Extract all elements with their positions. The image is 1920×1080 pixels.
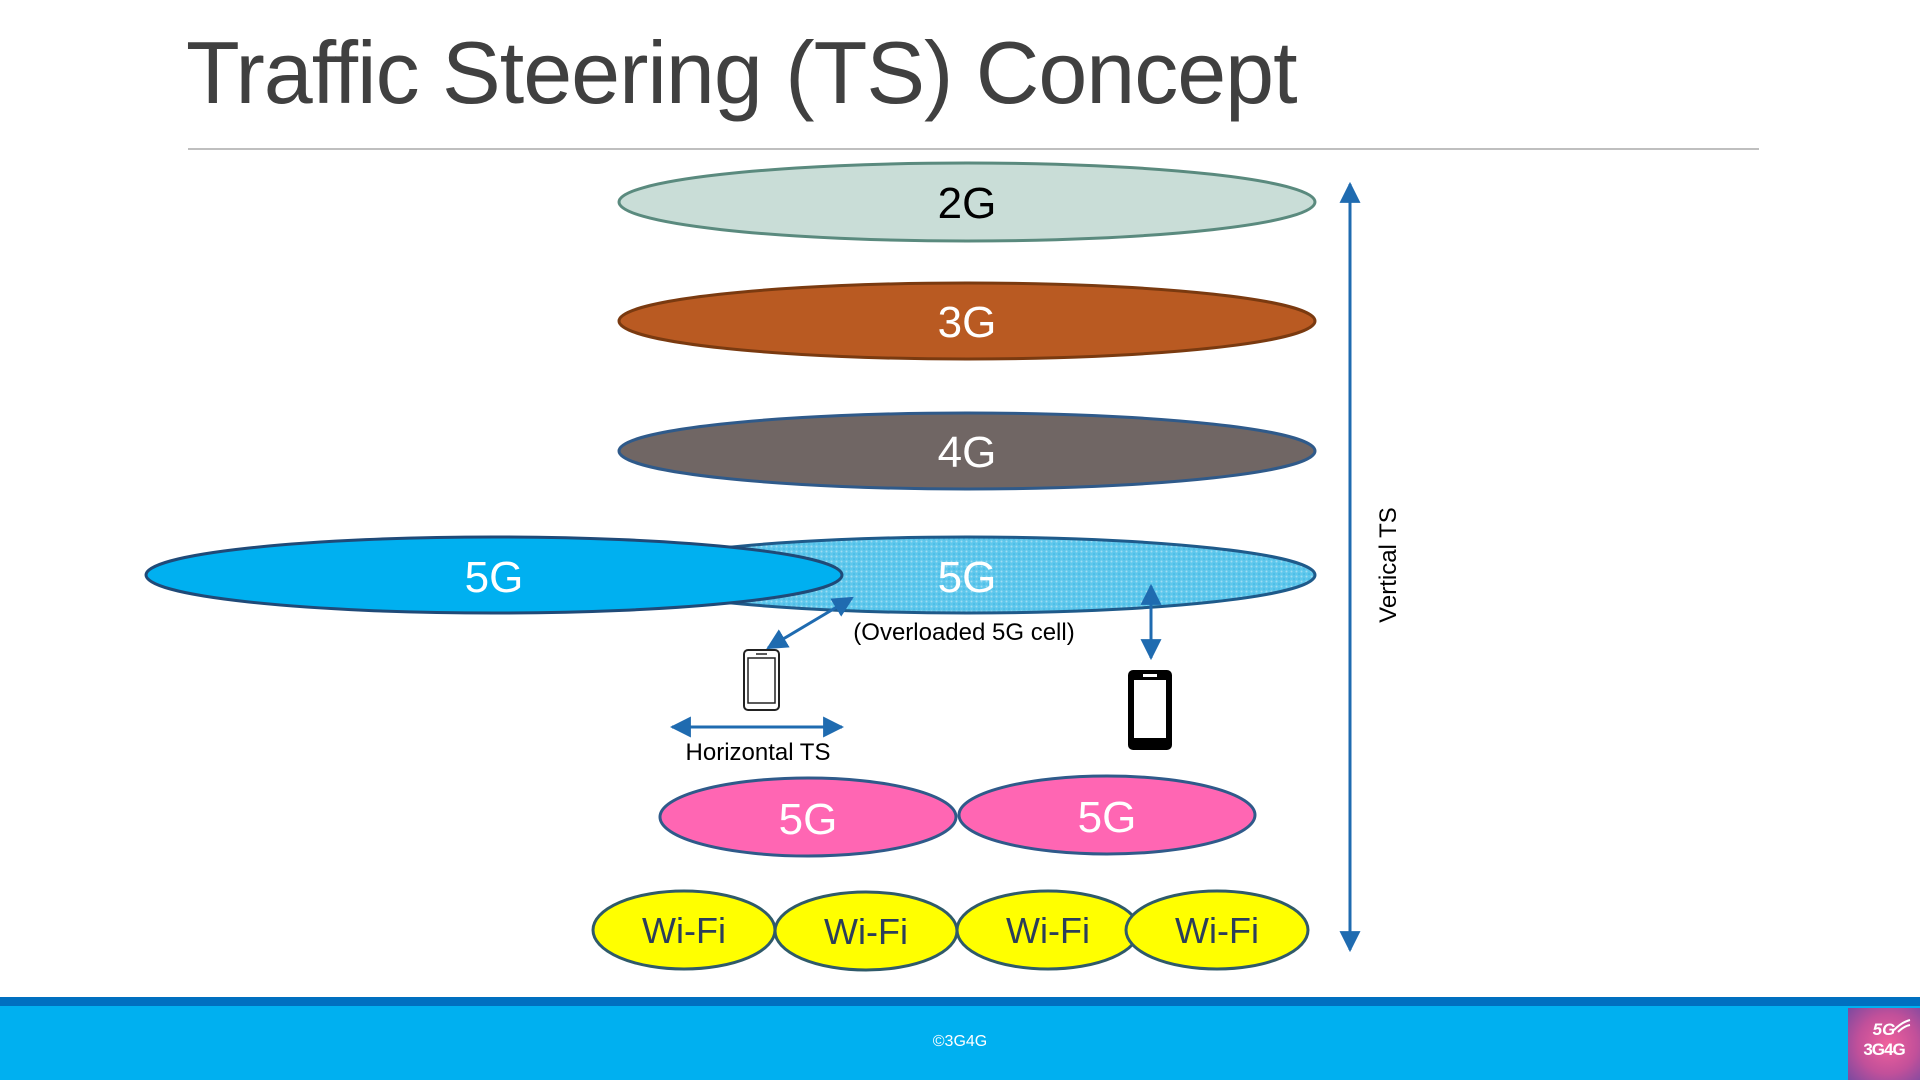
signal-wave-icon <box>1893 1019 1911 1033</box>
small-cell-left-label: 5G <box>779 795 838 844</box>
wifi-cell-4: Wi-Fi <box>1124 889 1310 971</box>
wifi-cell-1-label: Wi-Fi <box>642 910 726 951</box>
wifi-cell-4-label: Wi-Fi <box>1175 910 1259 951</box>
title-divider <box>188 148 1759 150</box>
layer-5g-neighbor: 5G <box>144 535 844 615</box>
wifi-cell-3-label: Wi-Fi <box>1006 910 1090 951</box>
footer-accent-bar <box>0 997 1920 1006</box>
layer-3g: 3G <box>617 281 1317 361</box>
wifi-cell-3: Wi-Fi <box>955 889 1141 971</box>
vertical-ts-label: Vertical TS <box>1375 507 1402 623</box>
layer-4g: 4G <box>617 411 1317 491</box>
small-cell-left: 5G <box>658 776 958 858</box>
layer-4g-label: 4G <box>938 428 997 477</box>
logo-bottom-text: 3G4G <box>1863 1040 1905 1059</box>
overloaded-cell-note: (Overloaded 5G cell) <box>853 619 1074 646</box>
mobile-phone-icon <box>1128 670 1172 750</box>
slide-title: Traffic Steering (TS) Concept <box>186 23 1298 122</box>
horizontal-ts-label: Horizontal TS <box>686 739 831 766</box>
layer-5g-overloaded-label: 5G <box>938 553 997 602</box>
layer-5g-neighbor-label: 5G <box>465 553 524 602</box>
layer-3g-label: 3G <box>938 298 997 347</box>
small-cell-right-label: 5G <box>1078 793 1137 842</box>
copyright-text: ©3G4G <box>932 1033 988 1050</box>
layer-2g-label: 2G <box>938 179 997 228</box>
wifi-cell-1: Wi-Fi <box>591 889 777 971</box>
footer-bar <box>0 1006 1920 1080</box>
wifi-cell-2-label: Wi-Fi <box>824 911 908 952</box>
layer-2g: 2G <box>617 161 1317 243</box>
logo-top-text: 5G <box>1872 1020 1896 1039</box>
3g4g-logo: 5G 3G4G <box>1848 1008 1920 1080</box>
wifi-cell-2: Wi-Fi <box>773 890 959 972</box>
mobile-phone-outline-icon <box>743 649 780 711</box>
steer-arrow-diagonal <box>766 596 854 650</box>
small-cell-right: 5G <box>957 774 1257 856</box>
